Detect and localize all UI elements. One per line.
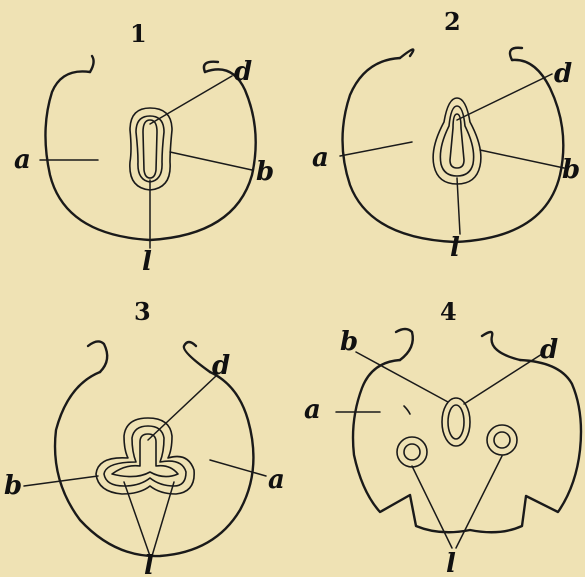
figure-3-right-flap — [184, 342, 210, 372]
figure-2-number: 2 — [444, 7, 461, 36]
figure-3-label-l: l — [144, 551, 154, 577]
figure-2-label-a: a — [312, 143, 329, 173]
figure-3-leader-d — [148, 376, 216, 440]
figure-1-label-b: b — [256, 157, 274, 187]
figure-2-label-l: l — [450, 233, 460, 263]
figure-2-leader-l — [457, 178, 460, 234]
figure-2-embryo-sac — [450, 114, 464, 168]
figure-4-left-flap — [396, 329, 413, 360]
figure-4-leader-l-1 — [412, 466, 452, 548]
figure-4-number: 4 — [440, 297, 457, 326]
figure-2-leader-b — [480, 150, 564, 168]
figure-4-leader-d — [464, 354, 542, 404]
figure-3-label-d: d — [212, 351, 230, 381]
figure-4-label-a: a — [304, 395, 321, 425]
figure-4-left-ovule-outer — [397, 437, 427, 467]
figure-1-label-a: a — [14, 145, 31, 175]
figure-4-ovule-body — [353, 360, 581, 532]
figure-1-leader-b — [170, 152, 252, 170]
figure-2-right-flap — [510, 48, 522, 60]
figure-4-right-flap — [482, 332, 520, 360]
figure-1-number: 1 — [130, 19, 147, 48]
figure-3-embryo-sac — [112, 434, 178, 477]
figure-2-leader-d — [457, 74, 552, 120]
figure-2-nucellus-outer — [433, 98, 481, 184]
figure-2: 2 d b a l — [312, 7, 580, 263]
figure-4-label-l: l — [446, 549, 456, 577]
figure-2-leader-a — [340, 142, 412, 156]
figure-4-small-mark — [404, 406, 410, 414]
figure-2-ovule-body — [343, 58, 564, 242]
figure-4-left-ovule-inner — [404, 444, 420, 460]
figure-1-left-flap — [90, 56, 94, 72]
figure-4-right-ovule-inner — [494, 432, 510, 448]
figure-3-leader-l-1 — [124, 482, 150, 556]
figure-2-left-flap — [400, 49, 413, 58]
figure-1-label-l: l — [142, 247, 152, 277]
figure-4-nucellus-inner — [448, 405, 464, 439]
figure-3: 3 d b a l — [4, 297, 285, 577]
figure-3-number: 3 — [134, 297, 151, 326]
figure-3-label-a: a — [268, 465, 285, 495]
figure-4: 4 b d a l — [304, 297, 581, 577]
figure-2-label-d: d — [554, 59, 572, 89]
figure-1-leader-d — [150, 76, 232, 124]
figure-1-embryo-sac — [143, 120, 157, 178]
figure-4-right-ovule-outer — [487, 425, 517, 455]
figure-1-nucellus-inner — [136, 116, 164, 182]
figure-3-leader-a — [210, 460, 266, 476]
figure-1-label-d: d — [234, 57, 252, 87]
figure-4-label-d: d — [540, 335, 558, 365]
figure-3-left-flap — [88, 341, 107, 372]
figure-2-label-b: b — [562, 155, 580, 185]
figure-3-label-b: b — [4, 471, 22, 501]
figure-1: 1 d b a l — [14, 19, 274, 277]
figure-4-label-b: b — [340, 327, 358, 357]
figure-4-leader-l-2 — [456, 456, 502, 548]
